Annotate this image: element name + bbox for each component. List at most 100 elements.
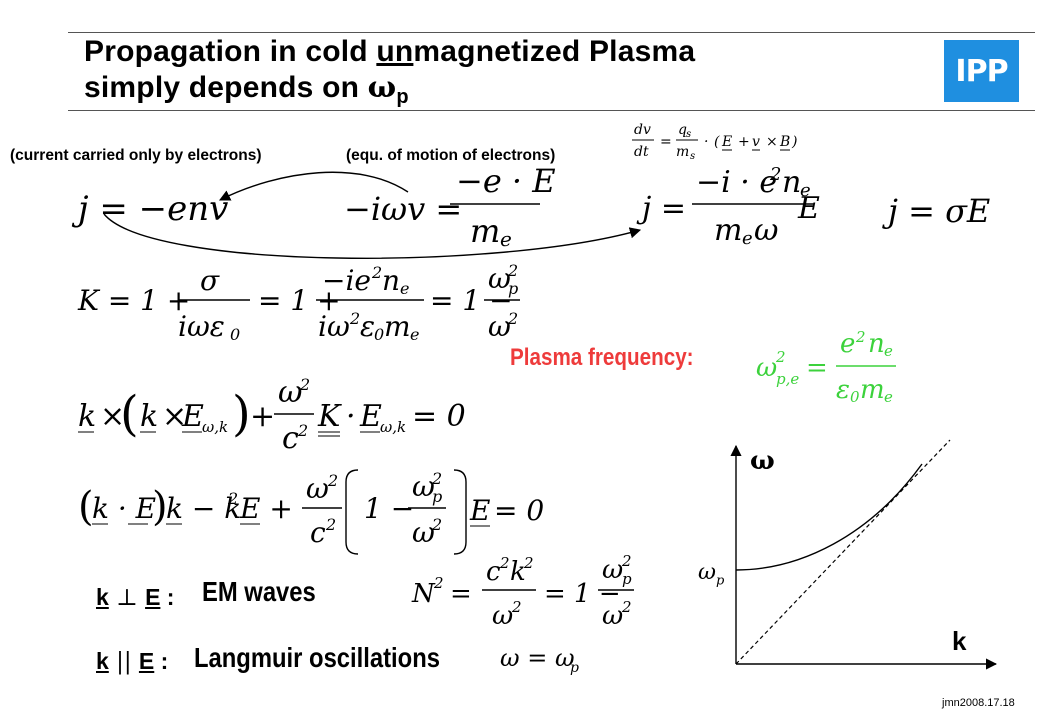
svg-text:c: c <box>486 557 501 587</box>
svg-text:E: E <box>359 399 382 434</box>
langmuir-equation: ω = ωp <box>500 644 579 676</box>
svg-text:0: 0 <box>230 325 240 344</box>
svg-text:p: p <box>508 279 518 298</box>
svg-text:e: e <box>410 325 419 344</box>
svg-text:ω: ω <box>412 516 435 549</box>
svg-text:q: q <box>678 122 687 138</box>
svg-text:2: 2 <box>511 598 522 616</box>
svg-text:ω: ω <box>278 375 302 410</box>
svg-text:(: ( <box>714 134 720 150</box>
svg-text:v: v <box>752 134 760 150</box>
svg-text:2: 2 <box>507 261 518 280</box>
svg-text:ω: ω <box>488 310 511 343</box>
graph-dispersion-curve <box>735 463 923 571</box>
svg-text:s: s <box>690 151 695 162</box>
svg-text:−i · e: −i · e <box>696 165 777 200</box>
dispersion-graph <box>730 439 998 670</box>
svg-text:=: = <box>450 579 472 609</box>
header-bottom-rule <box>68 110 1035 111</box>
svg-text:= 1 −: = 1 − <box>544 579 621 609</box>
svg-text:2: 2 <box>775 348 786 366</box>
svg-text:n: n <box>868 329 885 359</box>
svg-text:2: 2 <box>325 515 336 534</box>
svg-text:1 −: 1 − <box>364 492 414 525</box>
svg-text:s: s <box>686 129 691 140</box>
condition-parallel: k || E : <box>96 648 169 675</box>
svg-text:−iωv =: −iωv = <box>344 190 462 228</box>
svg-text:e: e <box>400 279 409 298</box>
svg-text:= 0: = 0 <box>494 494 544 527</box>
svg-text:ω = ω: ω = ω <box>500 644 575 672</box>
title-omega: ω <box>367 70 397 105</box>
svg-text:j =: j = <box>636 191 686 226</box>
svg-text:=: = <box>806 353 828 383</box>
svg-text:2: 2 <box>621 552 632 570</box>
svg-text:m: m <box>676 144 689 160</box>
svg-text:m: m <box>714 213 742 248</box>
svg-text:ω: ω <box>754 213 778 248</box>
note-motion: (equ. of motion of electrons) <box>346 147 556 164</box>
svg-text:e: e <box>840 329 855 359</box>
svg-text:2: 2 <box>297 421 308 440</box>
plasma-frequency-label: Plasma frequency: <box>510 344 694 371</box>
svg-text:k: k <box>78 399 96 434</box>
svg-text:j = −env: j = −env <box>71 189 228 229</box>
graph-light-line <box>735 439 951 665</box>
svg-text:2: 2 <box>523 554 534 572</box>
title-underlined-prefix: un <box>376 35 414 68</box>
svg-text:): ) <box>791 134 797 150</box>
svg-text:E: E <box>797 191 820 226</box>
svg-text:−e · E: −e · E <box>456 162 556 200</box>
svg-text:ω: ω <box>488 262 511 295</box>
footer-id: jmn2008.17.18 <box>942 697 1015 709</box>
svg-text:2: 2 <box>433 574 444 592</box>
svg-text:E: E <box>181 399 204 434</box>
svg-text:= 0: = 0 <box>412 399 466 434</box>
svg-text:p: p <box>570 660 579 676</box>
svg-text:iωε: iωε <box>178 310 225 343</box>
svg-text:2: 2 <box>327 471 338 490</box>
svg-text:2: 2 <box>299 375 310 394</box>
graph-y-label: ω <box>750 446 775 476</box>
svg-text:N: N <box>411 579 436 609</box>
svg-text:e: e <box>800 180 811 201</box>
svg-text:e: e <box>884 388 893 406</box>
ohm-law-equation: j = σE <box>882 192 990 230</box>
svg-text:e: e <box>500 227 512 251</box>
svg-text:m: m <box>384 310 411 343</box>
svg-text:σ: σ <box>200 264 220 297</box>
svg-text:ω: ω <box>756 353 777 383</box>
ipp-logo: IPP <box>944 40 1019 102</box>
langmuir-label: Langmuir oscillations <box>194 642 440 673</box>
svg-text:2: 2 <box>769 164 781 185</box>
svg-text:×: × <box>766 134 778 150</box>
svg-text:K: K <box>317 399 342 434</box>
svg-text:+: + <box>738 134 750 150</box>
svg-text:2: 2 <box>499 554 510 572</box>
svg-text:m: m <box>470 212 500 250</box>
svg-text:ε: ε <box>360 310 375 343</box>
svg-text:×: × <box>162 399 187 434</box>
svg-text:2: 2 <box>431 515 442 534</box>
svg-text:c: c <box>282 421 299 456</box>
svg-text:E: E <box>469 494 490 527</box>
svg-text:ω: ω <box>412 470 435 503</box>
em-waves-label: EM waves <box>202 576 316 607</box>
svg-text:2: 2 <box>431 469 442 488</box>
svg-text:ω: ω <box>492 601 513 631</box>
svg-text:j = σE: j = σE <box>882 192 990 230</box>
svg-text:2: 2 <box>227 489 238 508</box>
wave-equation-expanded-zero: = 0 <box>494 494 544 527</box>
svg-text:p: p <box>432 487 442 506</box>
svg-text:n: n <box>782 165 801 200</box>
svg-text:c: c <box>310 516 326 549</box>
svg-text:0: 0 <box>850 388 860 406</box>
